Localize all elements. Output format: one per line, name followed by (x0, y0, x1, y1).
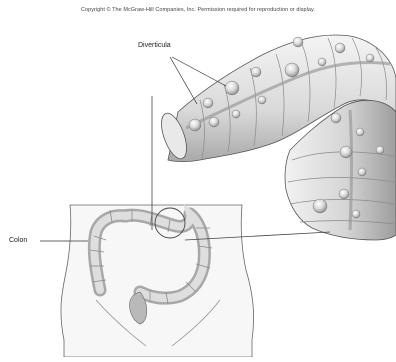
diverticulum (335, 43, 345, 53)
torso-outline (61, 205, 254, 357)
diverticulum (258, 96, 266, 104)
diverticulum (376, 146, 384, 154)
diverticulum (331, 113, 341, 123)
diverticulum (339, 189, 349, 199)
colon-label: Colon (9, 237, 27, 244)
diverticulum (340, 146, 352, 158)
diverticulum (352, 210, 360, 218)
diverticulum (293, 37, 303, 47)
diverticula-label: Diverticula (138, 42, 171, 49)
diverticulum (356, 128, 364, 136)
diverticulum (251, 67, 261, 77)
diverticulum (232, 110, 240, 118)
diverticulum (225, 81, 239, 95)
diverticulum (209, 117, 219, 127)
diverticulum (285, 63, 299, 77)
diverticulum (203, 98, 213, 108)
diverticulum (313, 199, 327, 213)
diverticulum (366, 54, 374, 62)
torso-illustration (61, 205, 254, 357)
copyright-notice: Copyright © The McGraw-Hill Companies, I… (0, 7, 396, 13)
taenia-band-vertical (350, 110, 352, 230)
diverticulum (189, 119, 201, 131)
diverticulum (318, 58, 326, 66)
diverticulum (358, 168, 366, 176)
